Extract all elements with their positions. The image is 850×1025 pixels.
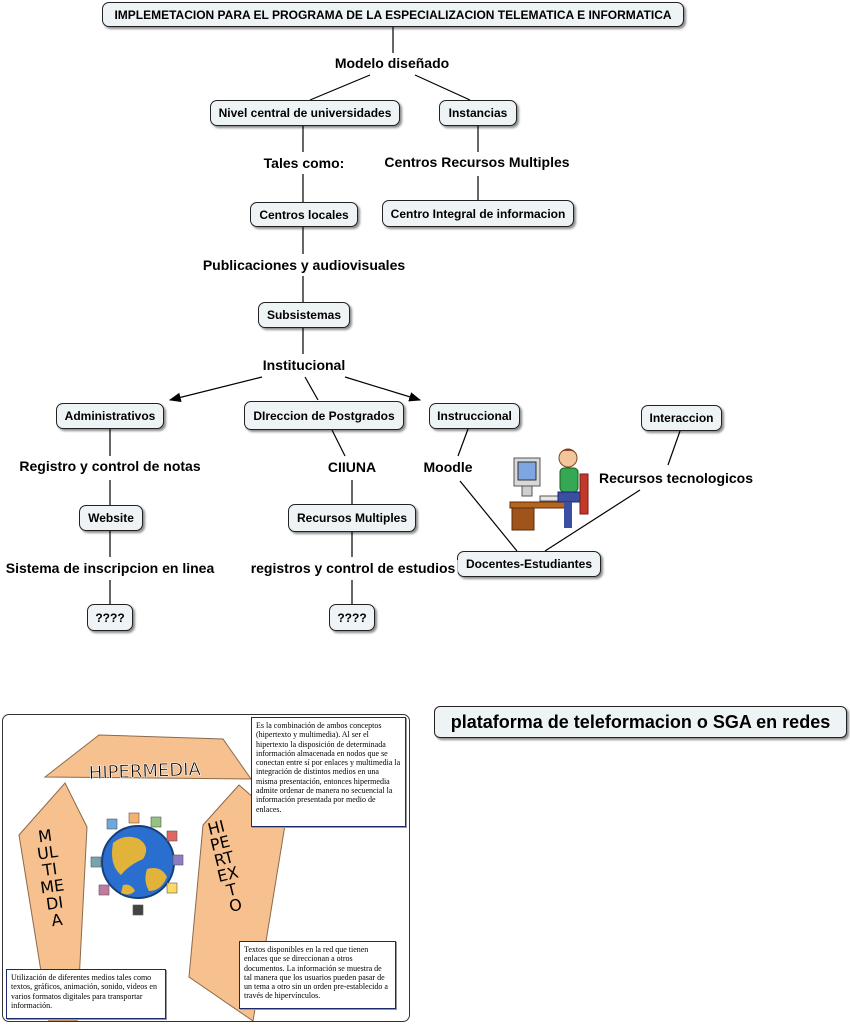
node-centros-locales-label: Centros locales [259, 207, 349, 222]
node-direccion-postgrados-label: DIreccion de Postgrados [253, 408, 395, 423]
node-centros-locales[interactable]: Centros locales [250, 202, 358, 227]
node-nivel-central-label: Nivel central de universidades [218, 106, 392, 120]
hipermedia-arrow-shape [43, 734, 252, 780]
node-docentes-estudiantes[interactable]: Docentes-Estudiantes [457, 551, 601, 577]
node-interaccion-label: Interaccion [649, 411, 714, 425]
node-unknown-mid-label: ???? [337, 610, 367, 625]
hypermedia-diagram: HIPERMEDIA MULTIMEDIA HIPERTEXTO Es la c… [2, 714, 410, 1022]
node-docentes-estudiantes-label: Docentes-Estudiantes [465, 557, 593, 571]
note-hipertexto-text: Textos disponibles en la red que tienen … [244, 945, 388, 1001]
node-centro-integral[interactable]: Centro Integral de informacion [382, 200, 574, 227]
hipermedia-title: HIPERMEDIA [88, 759, 201, 784]
node-instruccional-label: Instruccional [437, 409, 512, 423]
node-unknown-left-label: ???? [95, 610, 125, 625]
note-hipertexto: Textos disponibles en la red que tienen … [239, 941, 396, 1009]
node-recursos-multiples[interactable]: Recursos Multiples [288, 504, 416, 532]
link-moodle: Moodle [421, 459, 475, 475]
title-node[interactable]: IMPLEMETACION PARA EL PROGRAMA DE LA ESP… [102, 2, 684, 27]
node-instancias-label: Instancias [448, 106, 508, 120]
node-unknown-mid[interactable]: ???? [329, 604, 375, 631]
link-registro-notas: Registro y control de notas [17, 458, 203, 474]
media-icons [90, 812, 184, 916]
node-nivel-central[interactable]: Nivel central de universidades [210, 100, 400, 126]
node-direccion-postgrados[interactable]: DIreccion de Postgrados [244, 401, 404, 430]
node-subsistemas[interactable]: Subsistemas [258, 302, 350, 328]
node-centro-integral-label: Centro Integral de informacion [390, 206, 566, 221]
globe-icon [101, 825, 175, 899]
person-at-computer-icon [498, 444, 594, 534]
link-ciiuna: CIIUNA [325, 459, 379, 475]
link-centros-recursos: Centros Recursos Multiples [382, 154, 572, 170]
plataforma-label: plataforma de teleformacion o SGA en red… [450, 711, 831, 732]
note-multimedia-text: Utilización de diferentes medios tales c… [11, 973, 157, 1010]
link-sistema-inscripcion: Sistema de inscripcion en linea [3, 560, 217, 576]
node-interaccion[interactable]: Interaccion [641, 405, 722, 431]
hypermedia-arrows: HIPERMEDIA [18, 734, 286, 1021]
node-subsistemas-label: Subsistemas [266, 308, 342, 322]
link-tales-como: Tales como: [261, 155, 347, 171]
link-institucional: Institucional [260, 357, 348, 373]
link-publicaciones: Publicaciones y audiovisuales [200, 257, 408, 273]
title-text: IMPLEMETACION PARA EL PROGRAMA DE LA ESP… [114, 7, 672, 22]
node-administrativos[interactable]: Administrativos [56, 403, 164, 429]
note-multimedia: Utilización de diferentes medios tales c… [6, 969, 166, 1019]
link-modelo: Modelo diseñado [332, 55, 452, 71]
link-recursos-tecnologicos: Recursos tecnologicos [596, 470, 756, 486]
link-registros-estudios: registros y control de estudios [248, 560, 458, 576]
plataforma-node[interactable]: plataforma de teleformacion o SGA en red… [434, 706, 847, 738]
node-recursos-multiples-label: Recursos Multiples [296, 511, 408, 525]
node-instancias[interactable]: Instancias [439, 100, 517, 126]
note-hipermedia: Es la combinación de ambos conceptos (hi… [251, 717, 406, 827]
node-website[interactable]: Website [79, 505, 143, 531]
node-instruccional[interactable]: Instruccional [429, 403, 520, 429]
node-unknown-left[interactable]: ???? [87, 604, 133, 631]
note-hipermedia-text: Es la combinación de ambos conceptos (hi… [256, 721, 401, 814]
node-website-label: Website [88, 511, 134, 525]
node-administrativos-label: Administrativos [64, 409, 156, 423]
